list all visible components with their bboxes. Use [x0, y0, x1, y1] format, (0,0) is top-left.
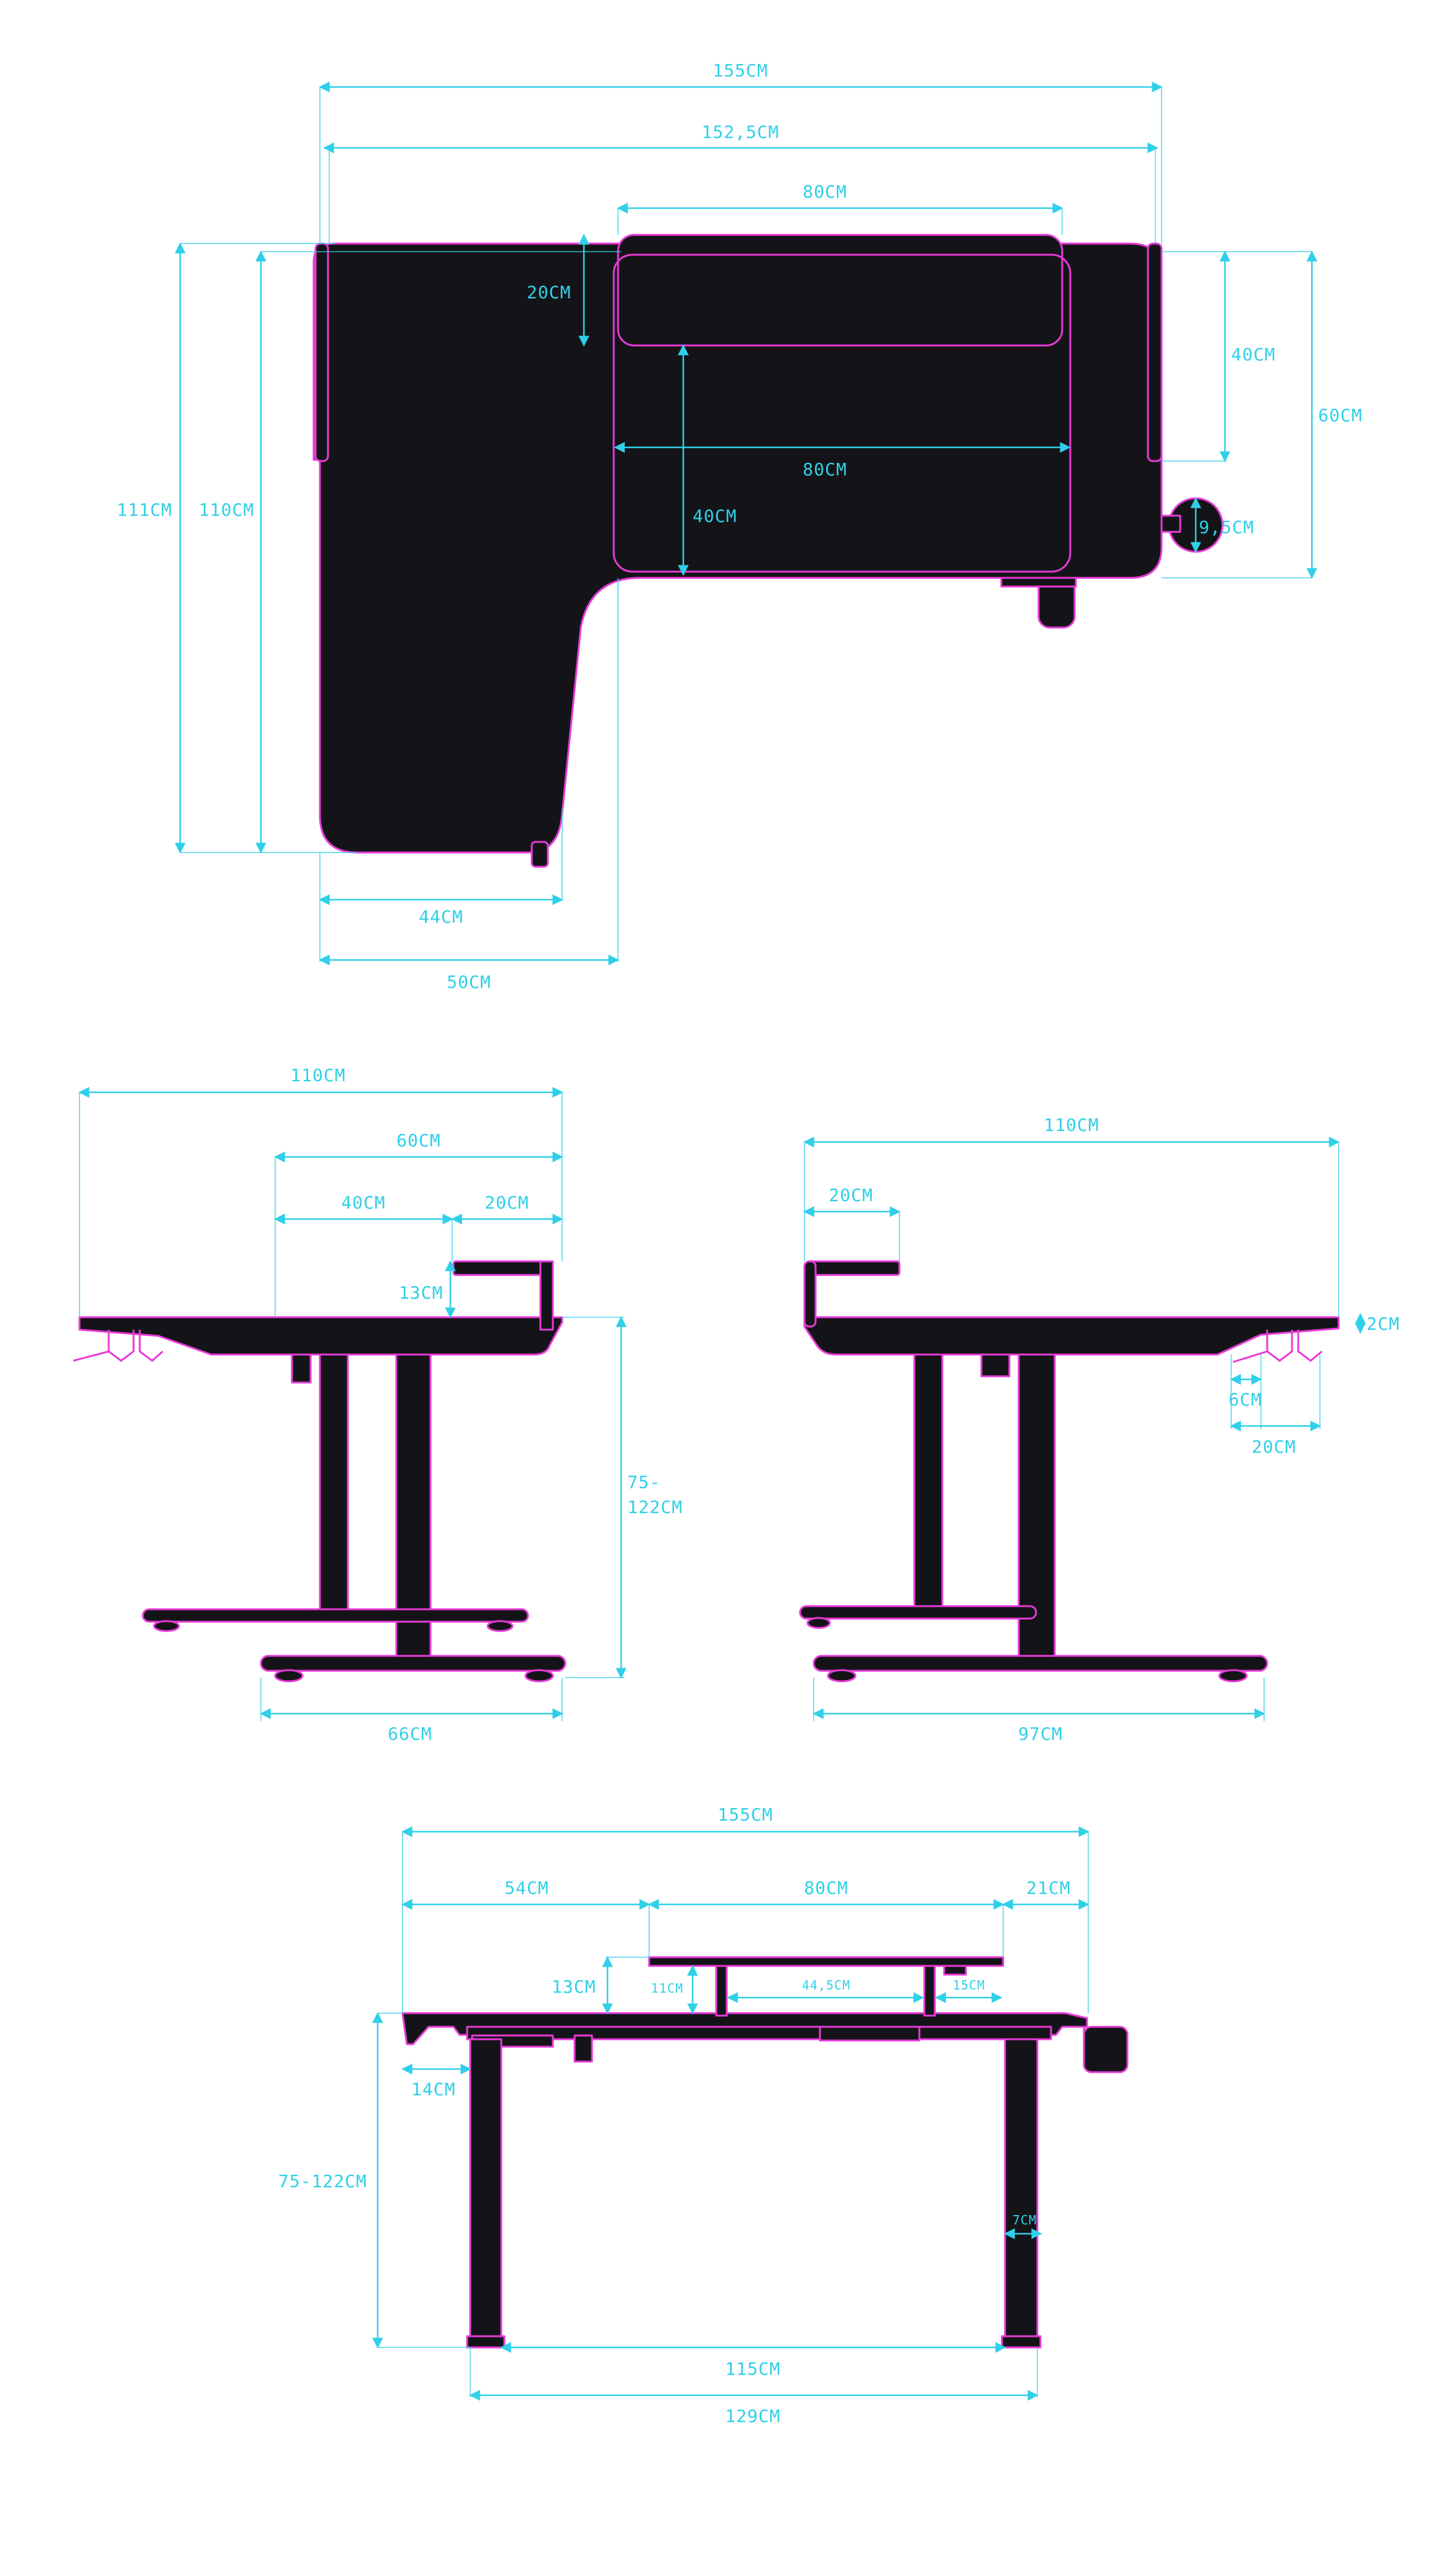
dim-top-width: 152,5CM — [701, 122, 779, 142]
dim-side-height-line1: 75- — [627, 1472, 661, 1492]
dim-well-width: 80CM — [803, 459, 847, 480]
dim-right-shelf-depth: 20CM — [829, 1185, 873, 1205]
cup-holder-arm — [1160, 514, 1181, 533]
foot-front-side-right — [812, 1655, 1268, 1672]
dim-cup-holder: 9,5CM — [1199, 517, 1254, 537]
dim-right-foot: 97CM — [1018, 1724, 1062, 1744]
foot-front-side — [260, 1655, 566, 1672]
cable-clip — [530, 841, 549, 868]
dim-side-height-line2: 122CM — [627, 1497, 683, 1517]
leg-rear-side — [319, 1353, 349, 1620]
side-view-left: 110CM 60CM 40CM 20CM 13CM 75- 122CM 66CM — [73, 1065, 683, 1744]
leg-left-front — [469, 2038, 503, 2347]
dim-side-total: 110CM — [290, 1065, 345, 1085]
dim-front-right-seg: 21CM — [1026, 1878, 1070, 1898]
dim-well-depth: 40CM — [693, 506, 737, 526]
monitor-shelf-side-right — [806, 1260, 901, 1276]
front-view: 155CM 54CM 80CM 21CM 13CM 11CM 44,5CM 15… — [278, 1804, 1129, 2426]
headphone-hook-left — [73, 1330, 163, 1362]
dim-right-hook-large: 20CM — [1252, 1437, 1296, 1457]
dim-side-desk-depth: 60CM — [396, 1130, 440, 1151]
dim-front-height-range: 75-122CM — [278, 2171, 367, 2191]
dim-wing-outer: 50CM — [447, 972, 491, 992]
foot-rear-side — [142, 1608, 529, 1623]
desk-top-silhouette — [312, 242, 1163, 854]
foot-rear-side-right — [799, 1605, 1037, 1620]
leg-rear-side-right — [913, 1353, 944, 1617]
dim-right-total: 110CM — [1044, 1115, 1099, 1135]
dim-left-depth-inner: 110CM — [199, 500, 254, 520]
desk-top-side-right — [803, 1316, 1340, 1356]
dim-side-shelf-height: 13CM — [399, 1282, 443, 1303]
top-view: 155CM 152,5CM 80CM 20CM 80CM 40CM 40CM 6… — [117, 60, 1362, 992]
desk-well-outline — [612, 254, 1072, 573]
dim-front-shelf-clearance: 11CM — [651, 1981, 683, 1996]
dim-right-thickness: 2CM — [1367, 1314, 1400, 1334]
dim-front-shelf-height: 13CM — [552, 1976, 596, 1997]
shelf-support-left — [715, 1965, 728, 2017]
dim-shelf-width: 80CM — [803, 181, 847, 202]
dim-side-foot: 66CM — [388, 1724, 432, 1744]
left-bumper — [314, 242, 329, 462]
shelf-bracket-side — [539, 1260, 554, 1331]
leg-right-front — [1004, 2038, 1039, 2347]
monitor-shelf-front — [648, 1956, 1004, 1967]
dim-front-inner-legs: 115CM — [725, 2359, 780, 2379]
dim-front-total: 155CM — [717, 1804, 773, 1825]
monitor-shelf-side — [452, 1260, 554, 1276]
dim-wing-inner: 44CM — [419, 907, 463, 927]
frame-beam-front — [466, 2026, 1052, 2040]
dim-right-hook-small: 6CM — [1229, 1389, 1262, 1410]
dim-right-depth: 40CM — [1231, 344, 1275, 365]
shelf-bracket-side-right — [803, 1260, 817, 1328]
right-bumper — [1147, 242, 1163, 462]
controller-base — [1000, 577, 1077, 588]
dim-front-left-overhang: 14CM — [411, 2079, 455, 2100]
dim-front-left-seg: 54CM — [504, 1878, 548, 1898]
dim-front-inner-span: 44,5CM — [802, 1978, 850, 1993]
shelf-support-right — [923, 1965, 936, 2017]
dim-shelf-depth: 20CM — [527, 282, 571, 303]
dim-side-shelf-offset: 40CM — [341, 1192, 385, 1213]
dim-total-depth: 60CM — [1318, 405, 1362, 426]
monitor-shelf-top — [617, 234, 1063, 347]
headphone-hook-right — [1232, 1330, 1322, 1363]
dim-front-middle-seg: 80CM — [804, 1878, 848, 1898]
dim-front-outer-legs: 129CM — [725, 2406, 780, 2426]
dim-front-leg-width: 7CM — [1012, 2213, 1037, 2228]
dim-side-shelf-depth: 20CM — [485, 1192, 529, 1213]
dim-front-right-gap: 15CM — [953, 1978, 985, 1993]
desk-top-side — [78, 1316, 563, 1356]
dim-left-depth-outer: 111CM — [117, 500, 172, 520]
dim-total-width: 155CM — [712, 60, 768, 81]
side-view-right: 110CM 20CM 2CM 6CM 20CM 97CM — [799, 1115, 1400, 1744]
